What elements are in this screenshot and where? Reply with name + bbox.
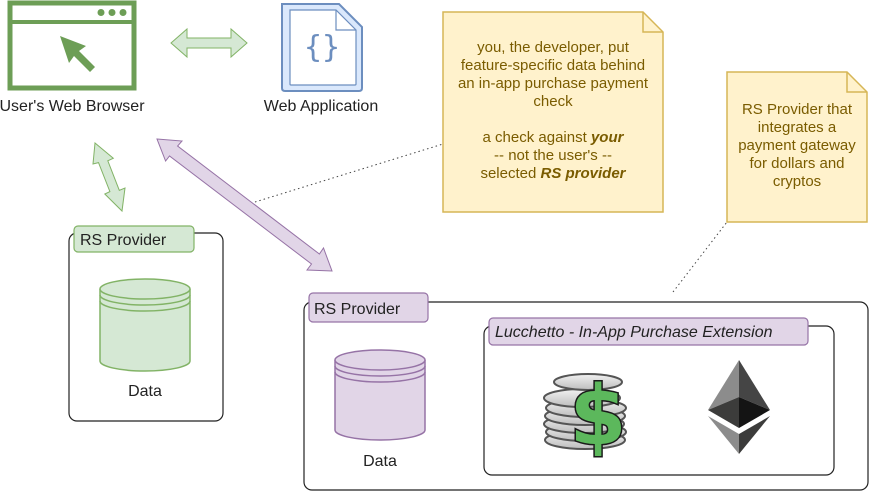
note-line: you, the developer, put	[477, 39, 630, 56]
note-run: payment gateway	[738, 137, 856, 154]
browser-webapp-arrow	[170, 27, 248, 59]
note-run: RS Provider that	[742, 101, 853, 118]
note-run: an in-app purchase payment	[458, 75, 649, 92]
note-run: you, the developer, put	[477, 39, 630, 56]
note-run: for dollars and	[749, 155, 844, 172]
purchase-extension: Lucchetto - In-App Purchase Extension $	[483, 317, 835, 476]
user-provider-title: RS Provider	[80, 232, 167, 249]
user-rs-provider: RS Provider Data	[68, 225, 224, 422]
note-line: integrates a	[758, 119, 837, 136]
code-file-icon: {}	[281, 3, 363, 92]
note-run: integrates a	[758, 119, 837, 136]
note-run: check	[533, 93, 573, 110]
dev-rs-provider: RS Provider Data Lucchetto - In-App Purc…	[303, 292, 869, 491]
note-line: for dollars and	[749, 155, 844, 172]
note-connector-developer	[254, 143, 444, 203]
database-icon	[334, 349, 426, 441]
note-line: check	[533, 93, 573, 110]
browser-icon	[7, 0, 137, 91]
browser-provider-arrow	[92, 142, 126, 213]
extension-title: Lucchetto - In-App Purchase Extension	[495, 324, 773, 341]
user-provider-tab	[73, 225, 195, 253]
note-run: cryptos	[773, 173, 821, 190]
note-run: RS provider	[541, 165, 627, 182]
note-line: cryptos	[773, 173, 821, 190]
dev-provider-tab	[308, 292, 429, 323]
ethereum-icon	[708, 360, 770, 454]
svg-text:$: $	[569, 369, 626, 464]
webapp-label: Web Application	[264, 98, 378, 115]
dollar-coins-icon: $	[543, 368, 628, 466]
database-icon	[99, 278, 191, 372]
note-line: a check against your	[483, 129, 625, 146]
note-run: a check against	[483, 129, 591, 146]
note-run: -- not the user's --	[494, 147, 612, 164]
dev-provider-data-label: Data	[363, 453, 397, 470]
note-line: -- not the user's --	[494, 147, 612, 164]
note-line: an in-app purchase payment	[458, 75, 649, 92]
extension-tab	[488, 317, 809, 346]
note-line: RS Provider that	[742, 101, 853, 118]
user-provider-data-label: Data	[128, 383, 162, 400]
svg-text:{}: {}	[304, 30, 340, 65]
note-line: feature-specific data behind	[461, 57, 645, 74]
note-line: selected RS provider	[480, 165, 626, 182]
note-run: your	[590, 129, 625, 146]
note-line: payment gateway	[738, 137, 856, 154]
browser-label: User's Web Browser	[0, 98, 145, 115]
browser-devprovider-arrow	[156, 138, 333, 272]
dev-provider-title: RS Provider	[314, 301, 401, 318]
note-run: feature-specific data behind	[461, 57, 645, 74]
note-run: selected	[480, 165, 540, 182]
note-connector-provider	[672, 221, 728, 293]
